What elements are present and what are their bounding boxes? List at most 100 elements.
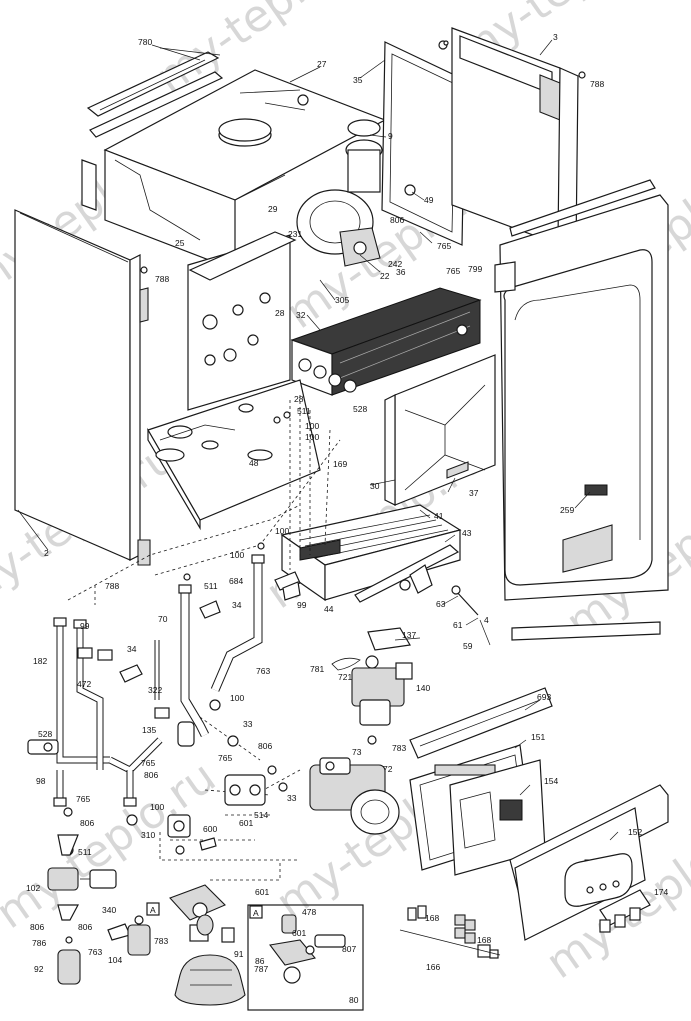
part-label: 763: [88, 947, 102, 957]
quick-connect-clips: [107, 837, 217, 941]
part-label: 91: [234, 949, 244, 959]
part-label: 104: [108, 955, 122, 965]
part-label: 166: [426, 962, 440, 972]
part-label: 22: [380, 271, 390, 281]
part-label: 806: [30, 922, 44, 932]
part-label: 242: [388, 259, 402, 269]
part-label: 783: [392, 743, 406, 753]
part-label: 322: [148, 685, 162, 695]
part-label: 100: [305, 432, 319, 442]
part-label: 86: [255, 956, 265, 966]
part-label: 27: [317, 59, 327, 69]
part-label: 99: [80, 621, 90, 631]
part-label: 763: [256, 666, 270, 676]
part-label: 174: [654, 887, 668, 897]
part-label: 9: [388, 131, 393, 141]
part-label: 169: [333, 459, 347, 469]
filter-92: [57, 936, 81, 985]
part-label: 33: [287, 793, 297, 803]
part-label: 100: [275, 526, 289, 536]
front-casing: [494, 179, 669, 601]
part-label: 102: [26, 883, 40, 893]
gas-manifold-injector: [354, 544, 460, 603]
part-label: 528: [353, 404, 367, 414]
part-label: 49: [424, 195, 434, 205]
part-label: 528: [38, 729, 52, 739]
part-label: 231: [288, 229, 302, 239]
part-label: 472: [77, 679, 91, 689]
detail-marker-a: [146, 902, 160, 916]
dhw-pipe-684: [210, 554, 265, 692]
part-label: 783: [154, 936, 168, 946]
part-label: 806: [390, 215, 404, 225]
part-label: 182: [33, 656, 47, 666]
pcb-154: [449, 759, 546, 876]
part-label: 35: [353, 75, 363, 85]
part-label: 100: [150, 802, 164, 812]
part-label: 788: [155, 274, 169, 284]
pressure-sensor-340: [80, 869, 117, 889]
part-label: 61: [453, 620, 463, 630]
part-label: 72: [383, 764, 393, 774]
part-label: 340: [102, 905, 116, 915]
burner-assembly: [280, 504, 462, 602]
part-label: 73: [352, 747, 362, 757]
expansion-vessel: [381, 40, 466, 246]
part-label: 100: [230, 550, 244, 560]
part-label: 601: [239, 818, 253, 828]
part-label: 30: [370, 481, 380, 491]
return-pipe: [53, 617, 110, 764]
part-label: 28: [294, 394, 304, 404]
ignition-electrode: [451, 585, 479, 616]
part-label: 765: [437, 241, 451, 251]
drain-cap-91: [221, 927, 235, 943]
part-label: 684: [229, 576, 243, 586]
wall-mounting-rail: [86, 51, 224, 138]
part-label: 168: [477, 935, 491, 945]
part-label: 765: [76, 794, 90, 804]
part-label: 2: [44, 548, 49, 558]
part-label: 601: [292, 928, 306, 938]
part-label: 37: [469, 488, 479, 498]
part-label: 48: [249, 458, 259, 468]
part-label: 514: [254, 810, 268, 820]
connector-block-174: [599, 889, 651, 933]
control-panel-152: [509, 784, 669, 941]
part-label: 99: [297, 600, 307, 610]
bottom-trim-strip: [511, 621, 661, 641]
part-label: 63: [436, 599, 446, 609]
gas-cock-102: [47, 834, 79, 921]
part-label: 41: [434, 511, 444, 521]
left-side-panel: [14, 209, 151, 566]
part-label: 29: [268, 204, 278, 214]
combustion-chamber-cover: [384, 354, 496, 506]
part-label: 140: [416, 683, 430, 693]
combustion-fan: [296, 119, 416, 267]
part-label: 511: [78, 847, 92, 857]
part-label: 33: [243, 719, 253, 729]
part-label: 4: [484, 615, 489, 625]
part-label: 151: [531, 732, 545, 742]
part-label: 100: [305, 421, 319, 431]
part-label: 32: [296, 310, 306, 320]
part-label: 806: [78, 922, 92, 932]
part-label: 781: [310, 664, 324, 674]
part-label: A: [253, 908, 259, 918]
part-label: 511: [204, 581, 218, 591]
circulation-pump: [309, 735, 400, 835]
part-label: 765: [218, 753, 232, 763]
rear-chassis-frame: [81, 69, 387, 271]
primary-heat-exchanger: [290, 287, 482, 396]
part-label: 80: [349, 995, 359, 1005]
part-label: 788: [105, 581, 119, 591]
valve-104: [127, 915, 151, 956]
part-label: 59: [463, 641, 473, 651]
part-label: 34: [127, 644, 137, 654]
part-label: 601: [255, 887, 269, 897]
part-label: 511: [297, 406, 311, 416]
part-label: 137: [402, 630, 416, 640]
part-label: 787: [254, 964, 268, 974]
pressure-relief-valve: [27, 739, 59, 755]
part-label: 3: [553, 32, 558, 42]
clips-34-group: [119, 571, 301, 683]
